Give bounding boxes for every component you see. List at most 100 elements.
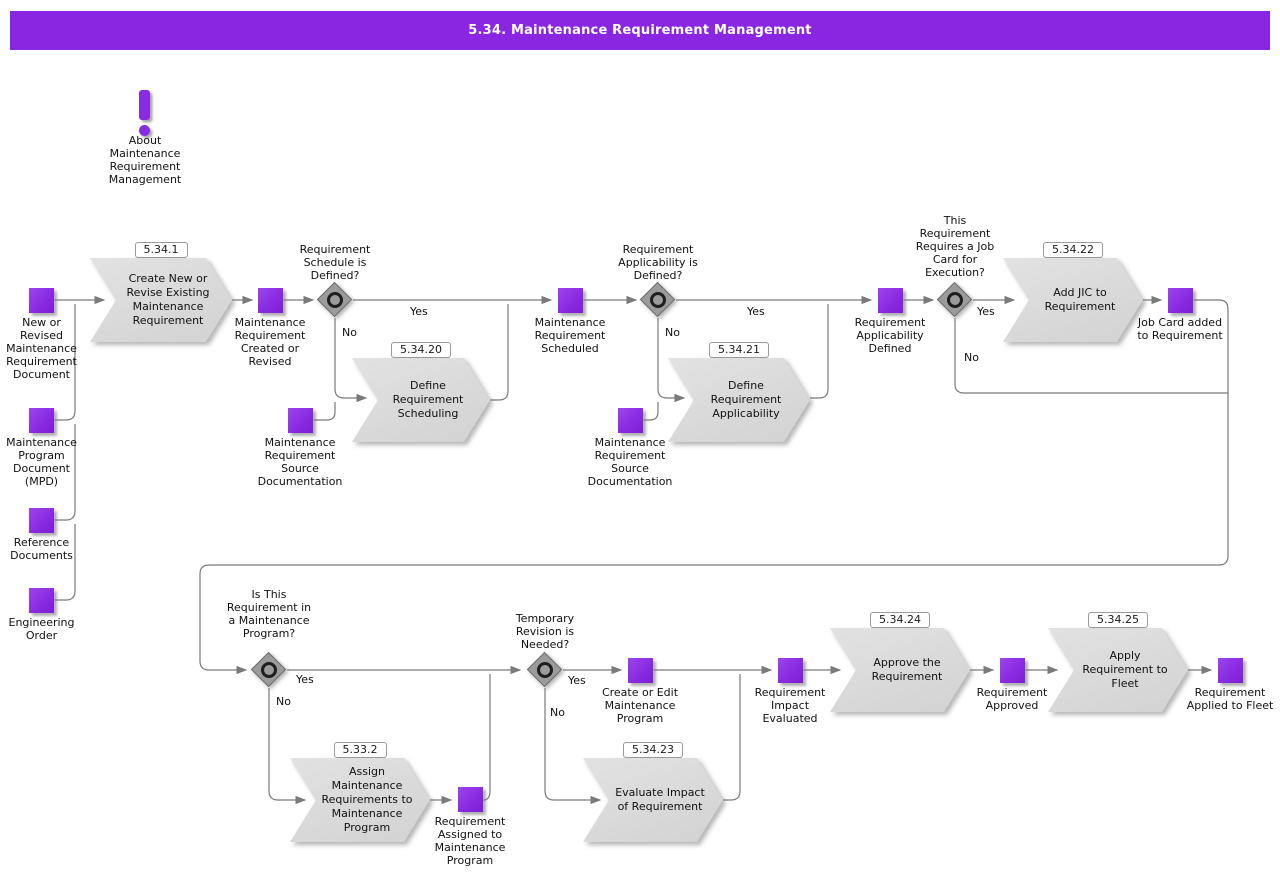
decision-diamond-temporary-revision-needed xyxy=(526,651,563,688)
gateway-circle-icon xyxy=(650,292,666,308)
page-title: 5.34. Maintenance Requirement Management xyxy=(468,23,812,38)
gateway-circle-icon xyxy=(327,292,343,308)
input-doc-square-reference xyxy=(29,508,54,533)
process-label: Define Requirement Applicability xyxy=(668,358,810,442)
state-label: Job Card added to Requirement xyxy=(1137,316,1223,342)
diagram-title-bar: 5.34. Maintenance Requirement Management xyxy=(10,11,1270,50)
input-doc-label: Maintenance Program Document (MPD) xyxy=(6,436,77,488)
process-label: Apply Requirement to Fleet xyxy=(1048,628,1188,712)
gateway-circle-icon xyxy=(261,662,277,678)
state-label: Requirement Approved xyxy=(976,686,1048,712)
process-chevron-apply-requirement-to-fleet[interactable]: Apply Requirement to Fleet xyxy=(1048,628,1188,712)
process-id-badge-row: 5.33.2 xyxy=(290,742,430,758)
no-label: No xyxy=(550,706,565,719)
gateway-circle-icon xyxy=(537,662,553,678)
decision-diamond-job-card-needed xyxy=(936,281,973,318)
connector xyxy=(643,402,659,421)
yes-label: Yes xyxy=(410,305,428,318)
state-square-impact-evaluated xyxy=(778,658,803,683)
process-id-badge: 5.34.1 xyxy=(134,242,188,258)
input-doc-square-new-or-revised xyxy=(29,288,54,313)
state-label: Requirement Assigned to Maintenance Prog… xyxy=(434,815,506,867)
process-id-badge-row: 5.34.21 xyxy=(668,342,810,358)
connector xyxy=(544,688,602,805)
state-label: Maintenance Requirement Created or Revis… xyxy=(234,316,306,368)
process-id-badge: 5.34.20 xyxy=(391,342,451,358)
connector xyxy=(313,402,336,421)
state-square-requirement-applied-to-fleet xyxy=(1218,658,1243,683)
state-square-source-documentation-1 xyxy=(288,408,313,433)
decision-question: Temporary Revision is Needed? xyxy=(515,612,575,651)
process-id-badge: 5.34.21 xyxy=(709,342,769,358)
state-square-requirement-assigned xyxy=(458,787,483,812)
process-id-badge-row: 5.34.24 xyxy=(830,612,970,628)
about-label: About Maintenance Requirement Management xyxy=(108,134,182,186)
connector xyxy=(490,304,509,401)
connector xyxy=(334,318,368,403)
decision-diamond-applicability-defined xyxy=(639,281,676,318)
state-square-requirement-created-or-revised xyxy=(258,288,283,313)
exclamation-dot-icon xyxy=(139,125,150,136)
decision-question: Is This Requirement in a Maintenance Pro… xyxy=(226,588,312,640)
state-label: Create or Edit Maintenance Program xyxy=(601,686,679,725)
decision-question: This Requirement Requires a Job Card for… xyxy=(915,214,995,279)
process-chevron-assign-requirements-to-program[interactable]: Assign Maintenance Requirements to Maint… xyxy=(290,758,430,842)
process-label: Evaluate Impact of Requirement xyxy=(583,758,723,842)
decision-question: Requirement Schedule is Defined? xyxy=(299,243,371,282)
gateway-circle-icon xyxy=(947,292,963,308)
no-label: No xyxy=(964,351,979,364)
decision-diamond-in-maintenance-program xyxy=(250,651,287,688)
process-id-badge-row: 5.34.20 xyxy=(352,342,490,358)
decision-question: Requirement Applicability is Defined? xyxy=(618,243,698,282)
process-id-badge-row: 5.34.22 xyxy=(1003,242,1143,258)
process-label: Define Requirement Scheduling xyxy=(352,358,490,442)
process-chevron-add-jic-to-requirement[interactable]: Add JIC to Requirement xyxy=(1003,258,1143,342)
process-id-badge: 5.33.2 xyxy=(333,742,387,758)
process-label: Approve the Requirement xyxy=(830,628,970,712)
process-chevron-define-requirement-scheduling[interactable]: Define Requirement Scheduling xyxy=(352,358,490,442)
process-id-badge: 5.34.22 xyxy=(1043,242,1103,258)
connector xyxy=(54,524,76,601)
state-label: Maintenance Requirement Scheduled xyxy=(534,316,606,355)
state-square-requirement-approved xyxy=(1000,658,1025,683)
process-id-badge-row: 5.34.1 xyxy=(90,242,232,258)
process-id-badge-row: 5.34.25 xyxy=(1048,612,1188,628)
connector xyxy=(657,318,686,403)
connector xyxy=(810,304,829,399)
state-label: Maintenance Requirement Source Documenta… xyxy=(257,436,343,488)
connector xyxy=(268,688,307,805)
state-label: Requirement Applied to Fleet xyxy=(1186,686,1274,712)
input-doc-label: Reference Documents xyxy=(10,536,73,562)
process-label: Assign Maintenance Requirements to Maint… xyxy=(290,758,430,842)
input-doc-label: New or Revised Maintenance Requirement D… xyxy=(6,316,77,381)
process-id-badge: 5.34.23 xyxy=(623,742,683,758)
connector xyxy=(954,318,1228,394)
process-chevron-define-requirement-applicability[interactable]: Define Requirement Applicability xyxy=(668,358,810,442)
state-square-requirement-scheduled xyxy=(558,288,583,313)
connector xyxy=(483,674,491,801)
process-chevron-create-revise-requirement[interactable]: Create New or Revise Existing Maintenanc… xyxy=(90,258,232,342)
no-label: No xyxy=(276,695,291,708)
decision-diamond-schedule-defined xyxy=(316,281,353,318)
yes-label: Yes xyxy=(977,305,995,318)
state-square-create-or-edit-program xyxy=(628,658,653,683)
process-id-badge: 5.34.25 xyxy=(1088,612,1148,628)
state-square-source-documentation-2 xyxy=(618,408,643,433)
no-label: No xyxy=(665,326,680,339)
process-label: Add JIC to Requirement xyxy=(1003,258,1143,342)
input-doc-square-engineering-order xyxy=(29,588,54,613)
state-label: Requirement Applicability Defined xyxy=(854,316,926,355)
process-chevron-approve-requirement[interactable]: Approve the Requirement xyxy=(830,628,970,712)
process-id-badge-row: 5.34.23 xyxy=(583,742,723,758)
process-chevron-evaluate-impact[interactable]: Evaluate Impact of Requirement xyxy=(583,758,723,842)
process-label: Create New or Revise Existing Maintenanc… xyxy=(90,258,232,342)
connector xyxy=(54,424,76,521)
yes-label: Yes xyxy=(747,305,765,318)
state-square-applicability-defined xyxy=(878,288,903,313)
input-doc-label: Engineering Order xyxy=(8,616,75,642)
exclamation-icon xyxy=(139,90,150,120)
input-doc-square-mpd xyxy=(29,408,54,433)
connector xyxy=(54,304,76,421)
